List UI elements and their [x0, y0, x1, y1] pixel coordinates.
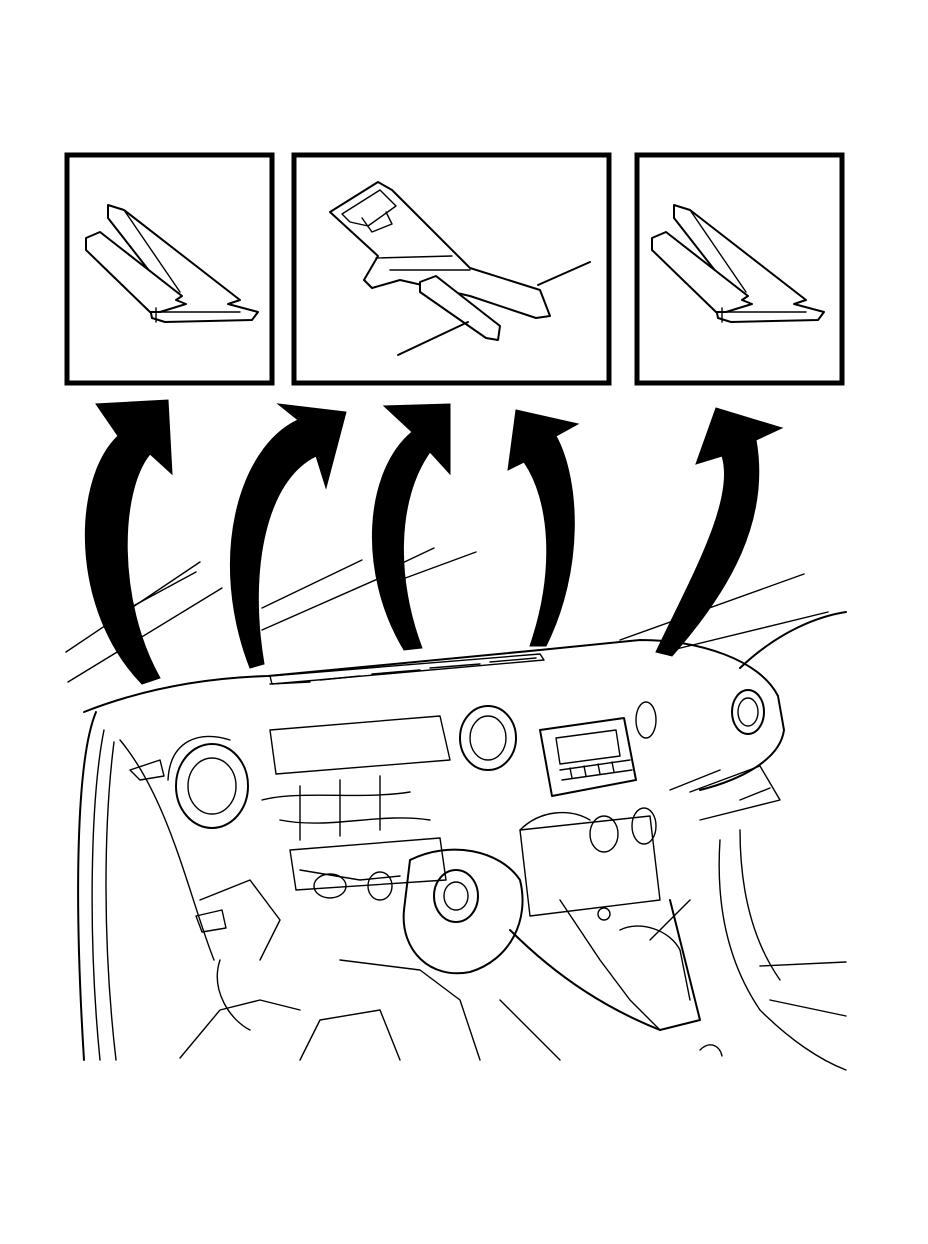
center-air-vent [459, 705, 517, 771]
a-pillar-right [739, 611, 847, 669]
right-air-vent [635, 689, 765, 739]
clip-detail-left [85, 204, 259, 323]
detail-box-right [634, 152, 845, 386]
arrow-5 [655, 407, 784, 657]
steering-column [402, 848, 524, 975]
detail-box-left [64, 152, 275, 386]
arrow-3 [371, 403, 451, 651]
arrow-2 [229, 403, 347, 669]
bracket-clip-detail [329, 181, 591, 356]
a-pillar-left [77, 711, 97, 1061]
detail-box-center [291, 152, 612, 386]
clip-detail-right [651, 204, 825, 323]
left-air-vent [167, 735, 249, 829]
instrument-panel [77, 611, 847, 1071]
audio-unit [539, 717, 637, 797]
dash-top-edge [83, 639, 785, 791]
arrow-4 [507, 409, 580, 647]
arrow-1 [84, 399, 173, 685]
windshield-lines [65, 547, 829, 683]
